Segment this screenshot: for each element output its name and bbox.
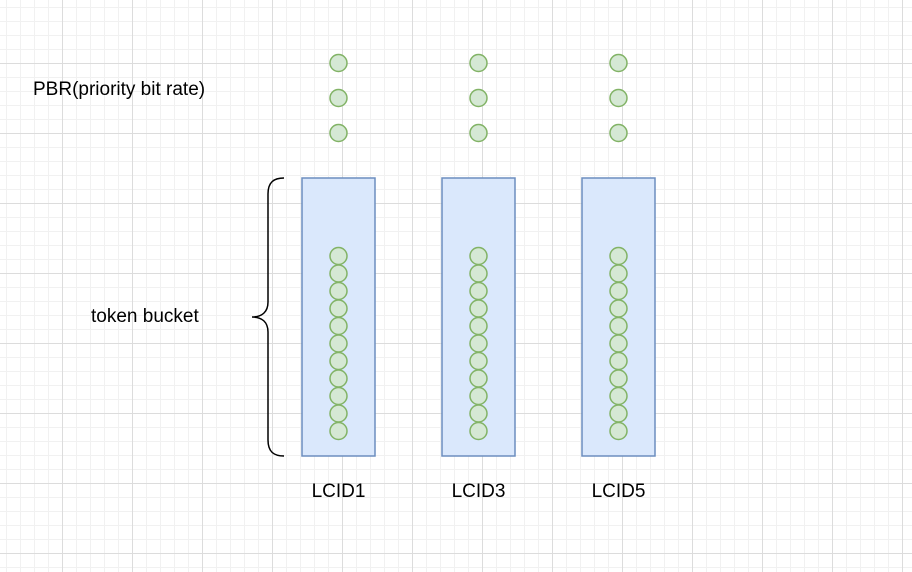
- stored-token: [609, 246, 628, 266]
- stored-token: [469, 246, 488, 266]
- incoming-token: [609, 123, 628, 143]
- stored-token: [329, 351, 348, 371]
- stored-token: [609, 334, 628, 353]
- bucket-lcid5: [581, 53, 656, 457]
- pbr-label: PBR(priority bit rate): [33, 79, 206, 100]
- stored-token: [469, 351, 488, 371]
- stored-token: [329, 299, 348, 318]
- stored-token: [329, 316, 348, 336]
- incoming-token: [329, 53, 348, 73]
- token-bucket-label: token bucket: [91, 306, 199, 327]
- lcid-label: LCID3: [451, 481, 506, 502]
- incoming-token: [469, 88, 488, 108]
- bucket-lcid3: [441, 53, 516, 457]
- stored-token: [609, 369, 628, 388]
- buckets-layer: [301, 53, 656, 457]
- stored-token: [609, 299, 628, 318]
- stored-token: [469, 369, 488, 388]
- stored-token: [609, 316, 628, 336]
- stored-token: [609, 351, 628, 371]
- stored-token: [469, 404, 488, 423]
- stored-token: [609, 404, 628, 423]
- stored-token: [609, 264, 628, 283]
- lcid-label: LCID1: [311, 481, 366, 502]
- stored-token: [469, 281, 488, 301]
- stored-token: [469, 316, 488, 336]
- stored-token: [329, 369, 348, 388]
- stored-token: [329, 264, 348, 283]
- bucket-lcid1: [301, 53, 376, 457]
- stored-token: [329, 246, 348, 266]
- stored-token: [329, 386, 348, 406]
- stored-token: [469, 421, 488, 441]
- stored-token: [469, 334, 488, 353]
- stored-token: [469, 386, 488, 406]
- lcid-label: LCID5: [591, 481, 646, 502]
- incoming-token: [609, 53, 628, 73]
- incoming-token: [329, 88, 348, 108]
- stored-token: [469, 264, 488, 283]
- incoming-token: [469, 123, 488, 143]
- stored-token: [329, 334, 348, 353]
- stored-token: [329, 281, 348, 301]
- incoming-token: [329, 123, 348, 143]
- stored-token: [609, 386, 628, 406]
- incoming-token: [609, 88, 628, 108]
- curly-brace: [251, 177, 285, 457]
- stored-token: [329, 404, 348, 423]
- stored-token: [609, 421, 628, 441]
- stored-token: [609, 281, 628, 301]
- incoming-token: [469, 53, 488, 73]
- stored-token: [469, 299, 488, 318]
- stored-token: [329, 421, 348, 441]
